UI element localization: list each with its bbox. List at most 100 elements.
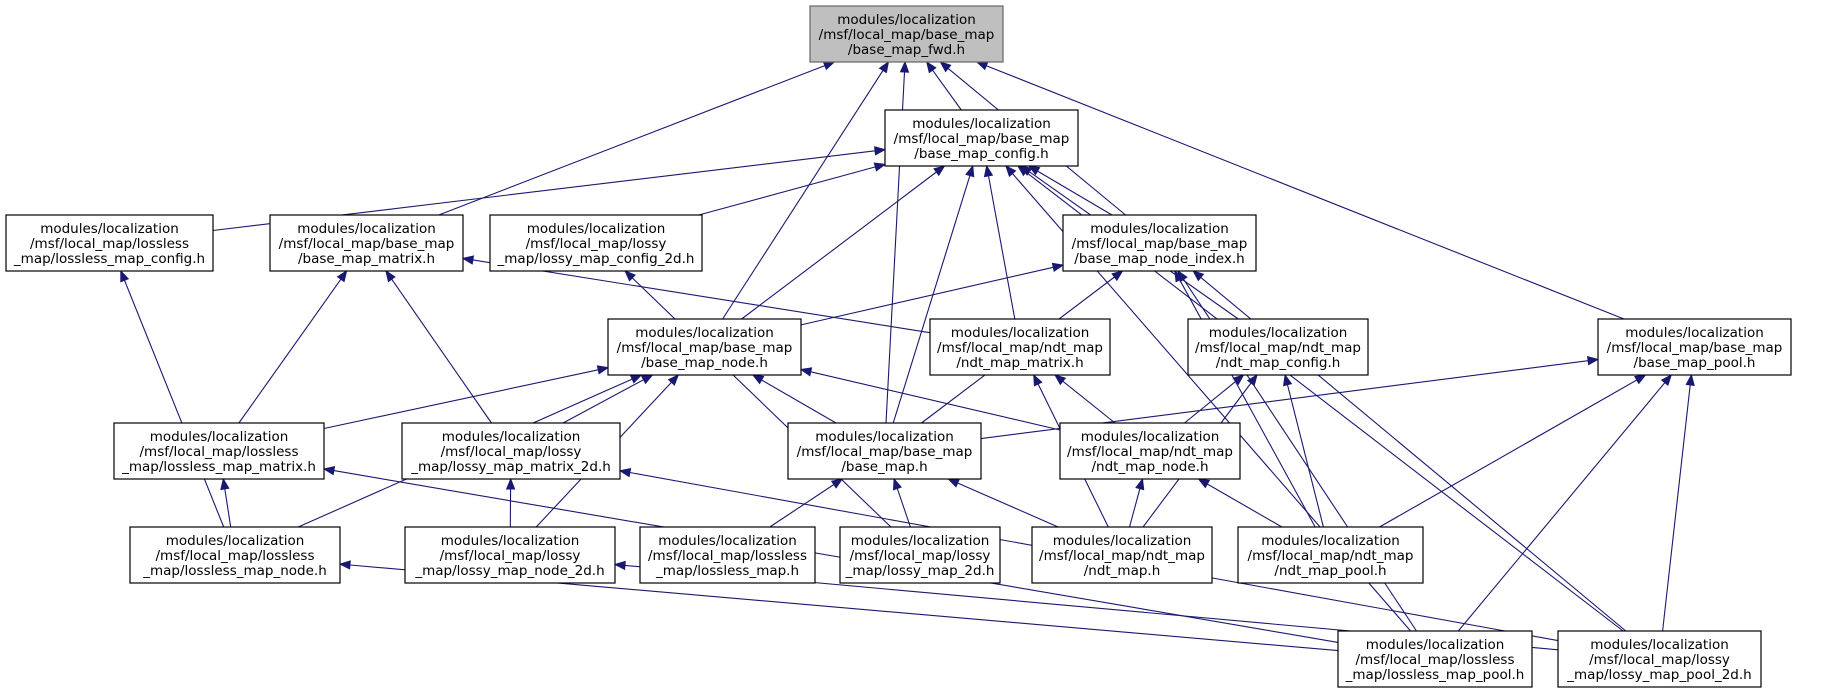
node-base_map_matrix[interactable]: modules/localization/msf/local_map/base_…	[269, 214, 464, 272]
edge-lossy_map_matrix_2d-to-base_map_matrix	[385, 269, 492, 424]
node-label-line: modules/localization	[150, 429, 289, 445]
edge-line	[1062, 380, 1116, 424]
edge-line	[323, 369, 599, 430]
node-label-line: modules/localization	[658, 533, 797, 549]
edge-line	[438, 65, 825, 216]
arrowhead	[338, 560, 351, 570]
edge-ndt_map_pool-to-ndt_map_node	[1197, 478, 1283, 528]
node-label-line: /msf/local_map/lossless	[30, 236, 189, 252]
node-label-line: _map/lossless_map_node.h	[142, 563, 327, 579]
arrowhead	[1633, 374, 1647, 385]
node-label-line: /msf/local_map/base_map	[1072, 236, 1248, 252]
node-label-line: /base_map_node.h	[641, 355, 768, 371]
edge-lossy_map_matrix_2d-to-base_map_node	[562, 374, 654, 424]
node-lossless_map[interactable]: modules/localization/msf/local_map/lossl…	[639, 526, 816, 584]
node-label-line: /msf/local_map/lossy	[441, 444, 582, 460]
node-label-line: modules/localization	[40, 221, 179, 237]
edge-line	[957, 482, 1059, 528]
node-label-line: modules/localization	[912, 116, 1051, 132]
arrowhead	[1016, 165, 1030, 177]
node-base_map_node[interactable]: modules/localization/msf/local_map/base_…	[607, 318, 802, 376]
node-ndt_map_node[interactable]: modules/localization/msf/local_map/ndt_m…	[1059, 422, 1241, 480]
node-lossy_map_config_2d[interactable]: modules/localization/msf/local_map/lossy…	[489, 214, 703, 272]
arrowhead	[336, 269, 348, 283]
arrowhead	[1197, 478, 1211, 489]
node-lossless_map_pool[interactable]: modules/localization/msf/local_map/lossl…	[1337, 630, 1533, 688]
node-label-line: /msf/local_map/lossless	[140, 444, 299, 460]
node-label-line: /msf/local_map/base_map	[1607, 340, 1783, 356]
node-label-line: _map/lossless_map_pool.h	[1345, 667, 1525, 683]
node-label-line: /msf/local_map/ndt_map	[1039, 548, 1205, 564]
arrowhead	[939, 61, 952, 73]
edge-lossy_map_config_2d-to-base_map_config	[698, 162, 887, 216]
node-box	[269, 214, 464, 272]
node-box	[404, 526, 616, 584]
arrowhead	[1051, 262, 1065, 273]
node-base_map_config[interactable]: modules/localization/msf/local_map/base_…	[884, 109, 1079, 167]
node-box	[787, 422, 982, 480]
node-box	[1187, 318, 1369, 376]
arrowhead	[1685, 373, 1695, 386]
node-lossless_map_config[interactable]: modules/localization/msf/local_map/lossl…	[5, 214, 214, 272]
node-label-line: /ndt_map_pool.h	[1274, 563, 1386, 579]
node-label-line: modules/localization	[1081, 429, 1220, 445]
edge-line	[238, 278, 342, 424]
arrowhead	[965, 164, 975, 178]
node-base_map_node_index[interactable]: modules/localization/msf/local_map/base_…	[1062, 214, 1257, 272]
node-label-line: modules/localization	[1090, 221, 1229, 237]
edge-line	[810, 371, 1061, 431]
node-box	[639, 526, 816, 584]
edge-line	[932, 69, 962, 111]
node-box	[1062, 214, 1257, 272]
node-label-line: modules/localization	[851, 533, 990, 549]
arrowhead	[873, 162, 887, 172]
node-label-line: modules/localization	[1053, 533, 1192, 549]
node-lossy_map_pool_2d[interactable]: modules/localization/msf/local_map/lossy…	[1557, 630, 1762, 688]
edge-line	[761, 379, 837, 424]
node-ndt_map_config[interactable]: modules/localization/msf/local_map/ndt_m…	[1187, 318, 1369, 376]
node-box	[1059, 422, 1241, 480]
arrowhead	[1587, 356, 1600, 366]
node-box	[809, 5, 1004, 63]
node-label-line: /msf/local_map/lossy	[440, 548, 581, 564]
edge-line	[896, 488, 911, 528]
nodes-layer: modules/localization/msf/local_map/base_…	[5, 5, 1792, 688]
node-label-line: _map/lossless_map.h	[655, 563, 799, 579]
node-label-line: modules/localization	[635, 325, 774, 341]
edge-lossless_map-to-base_map	[769, 478, 844, 528]
arrowhead	[1111, 270, 1124, 282]
arrowhead	[1246, 373, 1258, 387]
node-lossy_map_matrix_2d[interactable]: modules/localization/msf/local_map/lossy…	[401, 422, 621, 480]
edge-base_map_node-to-base_map_fwd	[722, 60, 890, 320]
edge-line	[1457, 382, 1666, 632]
edge-line	[769, 484, 835, 528]
edge-ndt_map-to-ndt_map_node	[1128, 477, 1145, 528]
edge-line	[986, 65, 1625, 320]
edge-lossless_map_matrix-to-base_map_matrix	[238, 269, 348, 424]
arrowhead	[1177, 269, 1188, 283]
edge-base_map_node-to-base_map_node_index	[800, 262, 1065, 326]
arrowhead	[947, 478, 960, 488]
node-ndt_map[interactable]: modules/localization/msf/local_map/ndt_m…	[1031, 526, 1213, 584]
node-label-line: _map/lossy_map_2d.h	[845, 563, 995, 579]
node-base_map_pool[interactable]: modules/localization/msf/local_map/base_…	[1597, 318, 1792, 376]
node-lossless_map_node[interactable]: modules/localization/msf/local_map/lossl…	[129, 526, 341, 584]
node-label-line: modules/localization	[1366, 637, 1505, 653]
node-ndt_map_pool[interactable]: modules/localization/msf/local_map/ndt_m…	[1237, 526, 1424, 584]
node-ndt_map_matrix[interactable]: modules/localization/msf/local_map/ndt_m…	[929, 318, 1111, 376]
arrowhead	[618, 467, 632, 478]
node-lossy_map_node_2d[interactable]: modules/localization/msf/local_map/lossy…	[404, 526, 616, 584]
edge-line	[1037, 170, 1113, 216]
node-lossy_map_2d[interactable]: modules/localization/msf/local_map/lossy…	[839, 526, 1001, 584]
node-label-line: /ndt_map_matrix.h	[956, 355, 1083, 371]
node-base_map[interactable]: modules/localization/msf/local_map/base_…	[787, 422, 982, 480]
node-lossless_map_matrix[interactable]: modules/localization/msf/local_map/lossl…	[113, 422, 325, 480]
node-box	[1237, 526, 1424, 584]
edge-lossy_map_pool_2d-to-base_map_pool	[1662, 373, 1695, 632]
edge-lossy_map_2d-to-base_map	[892, 477, 911, 528]
arrowhead	[120, 269, 130, 283]
node-box	[607, 318, 802, 376]
node-label-line: modules/localization	[441, 533, 580, 549]
arrowhead	[892, 477, 902, 491]
arrowhead	[975, 61, 989, 71]
